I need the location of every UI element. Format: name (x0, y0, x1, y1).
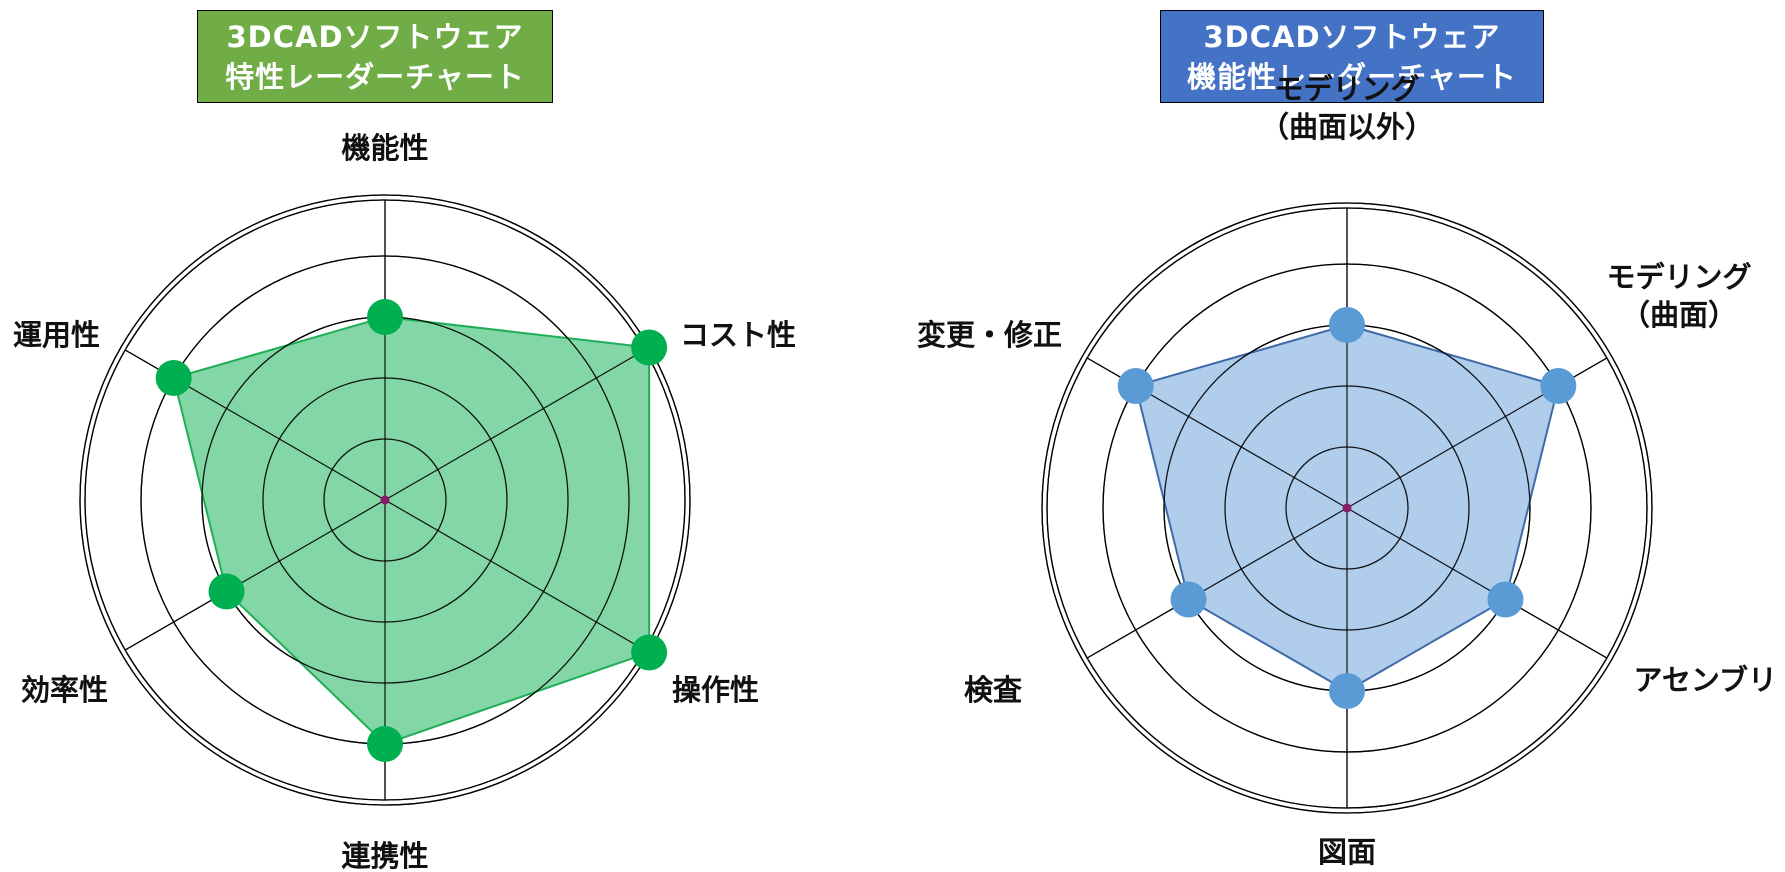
grid-ring (1041, 202, 1653, 814)
axis-label: 検査 (964, 673, 1022, 707)
axis-label: モデリング （曲面） (1606, 260, 1751, 332)
axis-label: 操作性 (672, 673, 759, 707)
axis-label-line: 効率性 (21, 673, 108, 707)
data-point (367, 726, 403, 762)
axis-label-line: 操作性 (672, 673, 759, 707)
grid-ring (79, 194, 691, 806)
axis-label-line: （曲面以外） (1260, 110, 1434, 144)
radar-chart-characteristics: 3DCADソフトウェア 特性レーダーチャート 機能性コスト性操作性連携性 効率性 運… (0, 0, 892, 872)
chart-title-line-1: 3DCADソフトウェア (226, 20, 524, 54)
axis-label-line: アセンブリ (1633, 663, 1777, 697)
axis-label: 効率性 (21, 673, 108, 707)
axis-label: 変更・修正 (917, 318, 1062, 352)
axis-spoke (384, 499, 646, 651)
axis-label-line: モデリング (1606, 260, 1751, 294)
axis-label: 連携性 (341, 839, 428, 872)
axis-spoke (124, 499, 386, 651)
data-point (1329, 673, 1365, 709)
axis-spoke (1086, 507, 1348, 659)
axis-label-line: 検査 (964, 673, 1022, 707)
radar-grid-overlay (1041, 202, 1653, 814)
axis-label-line: 機能性 (341, 131, 428, 165)
axis-label: コスト性 (680, 318, 796, 352)
axis-spoke (384, 349, 646, 501)
data-point (367, 299, 403, 335)
chart-title-line-2: 特性レーダーチャート (225, 60, 525, 94)
data-point (1329, 307, 1365, 343)
axis-label-line: 図面 (1318, 835, 1376, 869)
axis-label: 運用性 (13, 318, 100, 352)
center-point (380, 495, 390, 505)
center-point (1342, 503, 1352, 513)
axis-label-line: 運用性 (13, 318, 100, 352)
axis-label-line: コスト性 (680, 318, 796, 352)
axis-label-line: モデリング (1274, 72, 1419, 106)
chart-title-line-2: 機能性レーダーチャート (1187, 60, 1517, 94)
axis-label: 図面 (1318, 835, 1376, 869)
data-point (208, 573, 245, 610)
data-point (1170, 581, 1207, 618)
data-point (631, 329, 668, 366)
axis-label-line: 連携性 (341, 839, 428, 872)
axis-label-line: 変更・修正 (917, 318, 1062, 352)
axis-label: モデリング （曲面以外） (1260, 72, 1434, 144)
chart-title-line-1: 3DCADソフトウェア (1203, 20, 1501, 54)
chart-title: 3DCADソフトウェア 特性レーダーチャート (197, 10, 553, 103)
axis-spoke (1346, 507, 1608, 659)
data-point (155, 360, 192, 396)
data-point (1117, 368, 1154, 404)
data-point (631, 634, 668, 671)
chart-title: 3DCADソフトウェア 機能性レーダーチャート (1160, 10, 1544, 103)
data-point (1540, 368, 1577, 404)
axis-label-line: （曲面） (1621, 298, 1737, 332)
radar-chart-functionality: 3DCADソフトウェア 機能性レーダーチャート モデリング（曲面以外）モデリング… (892, 0, 1785, 872)
axis-label: 機能性 (341, 131, 428, 165)
data-point (1487, 581, 1524, 618)
axis-label: アセンブリ (1633, 663, 1777, 697)
